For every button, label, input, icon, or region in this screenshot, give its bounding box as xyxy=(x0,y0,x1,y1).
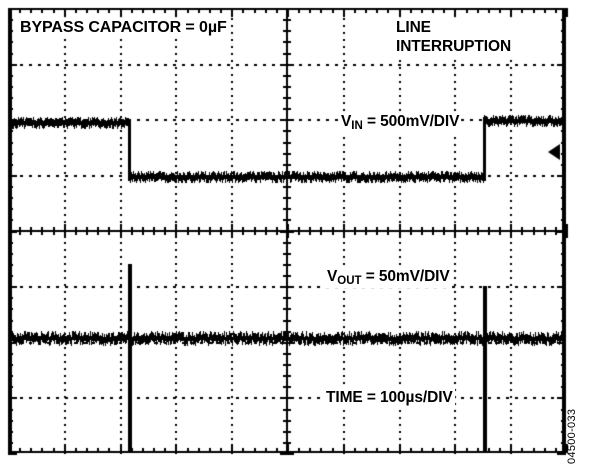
bypass-capacitor-label: BYPASS CAPACITOR = 0µF xyxy=(18,18,229,37)
line-interruption-line1: LINE xyxy=(396,19,431,36)
vin-subscript: IN xyxy=(351,120,363,132)
line-interruption-line2: INTERRUPTION xyxy=(396,38,512,55)
vin-symbol: V xyxy=(341,113,352,130)
vout-value: = 50mV/DIV xyxy=(361,268,450,285)
vout-symbol: V xyxy=(327,268,338,285)
line-interruption-label: LINE INTERRUPTION xyxy=(394,18,514,56)
timebase-label: TIME = 100µs/DIV xyxy=(324,388,455,407)
vout-subscript: OUT xyxy=(337,275,362,287)
vin-value: = 500mV/DIV xyxy=(362,113,460,130)
vout-scale-label: VOUT = 50mV/DIV xyxy=(325,267,452,288)
vin-scale-label: VIN = 500mV/DIV xyxy=(339,112,462,133)
figure-id-label: 04500-033 xyxy=(566,408,578,464)
